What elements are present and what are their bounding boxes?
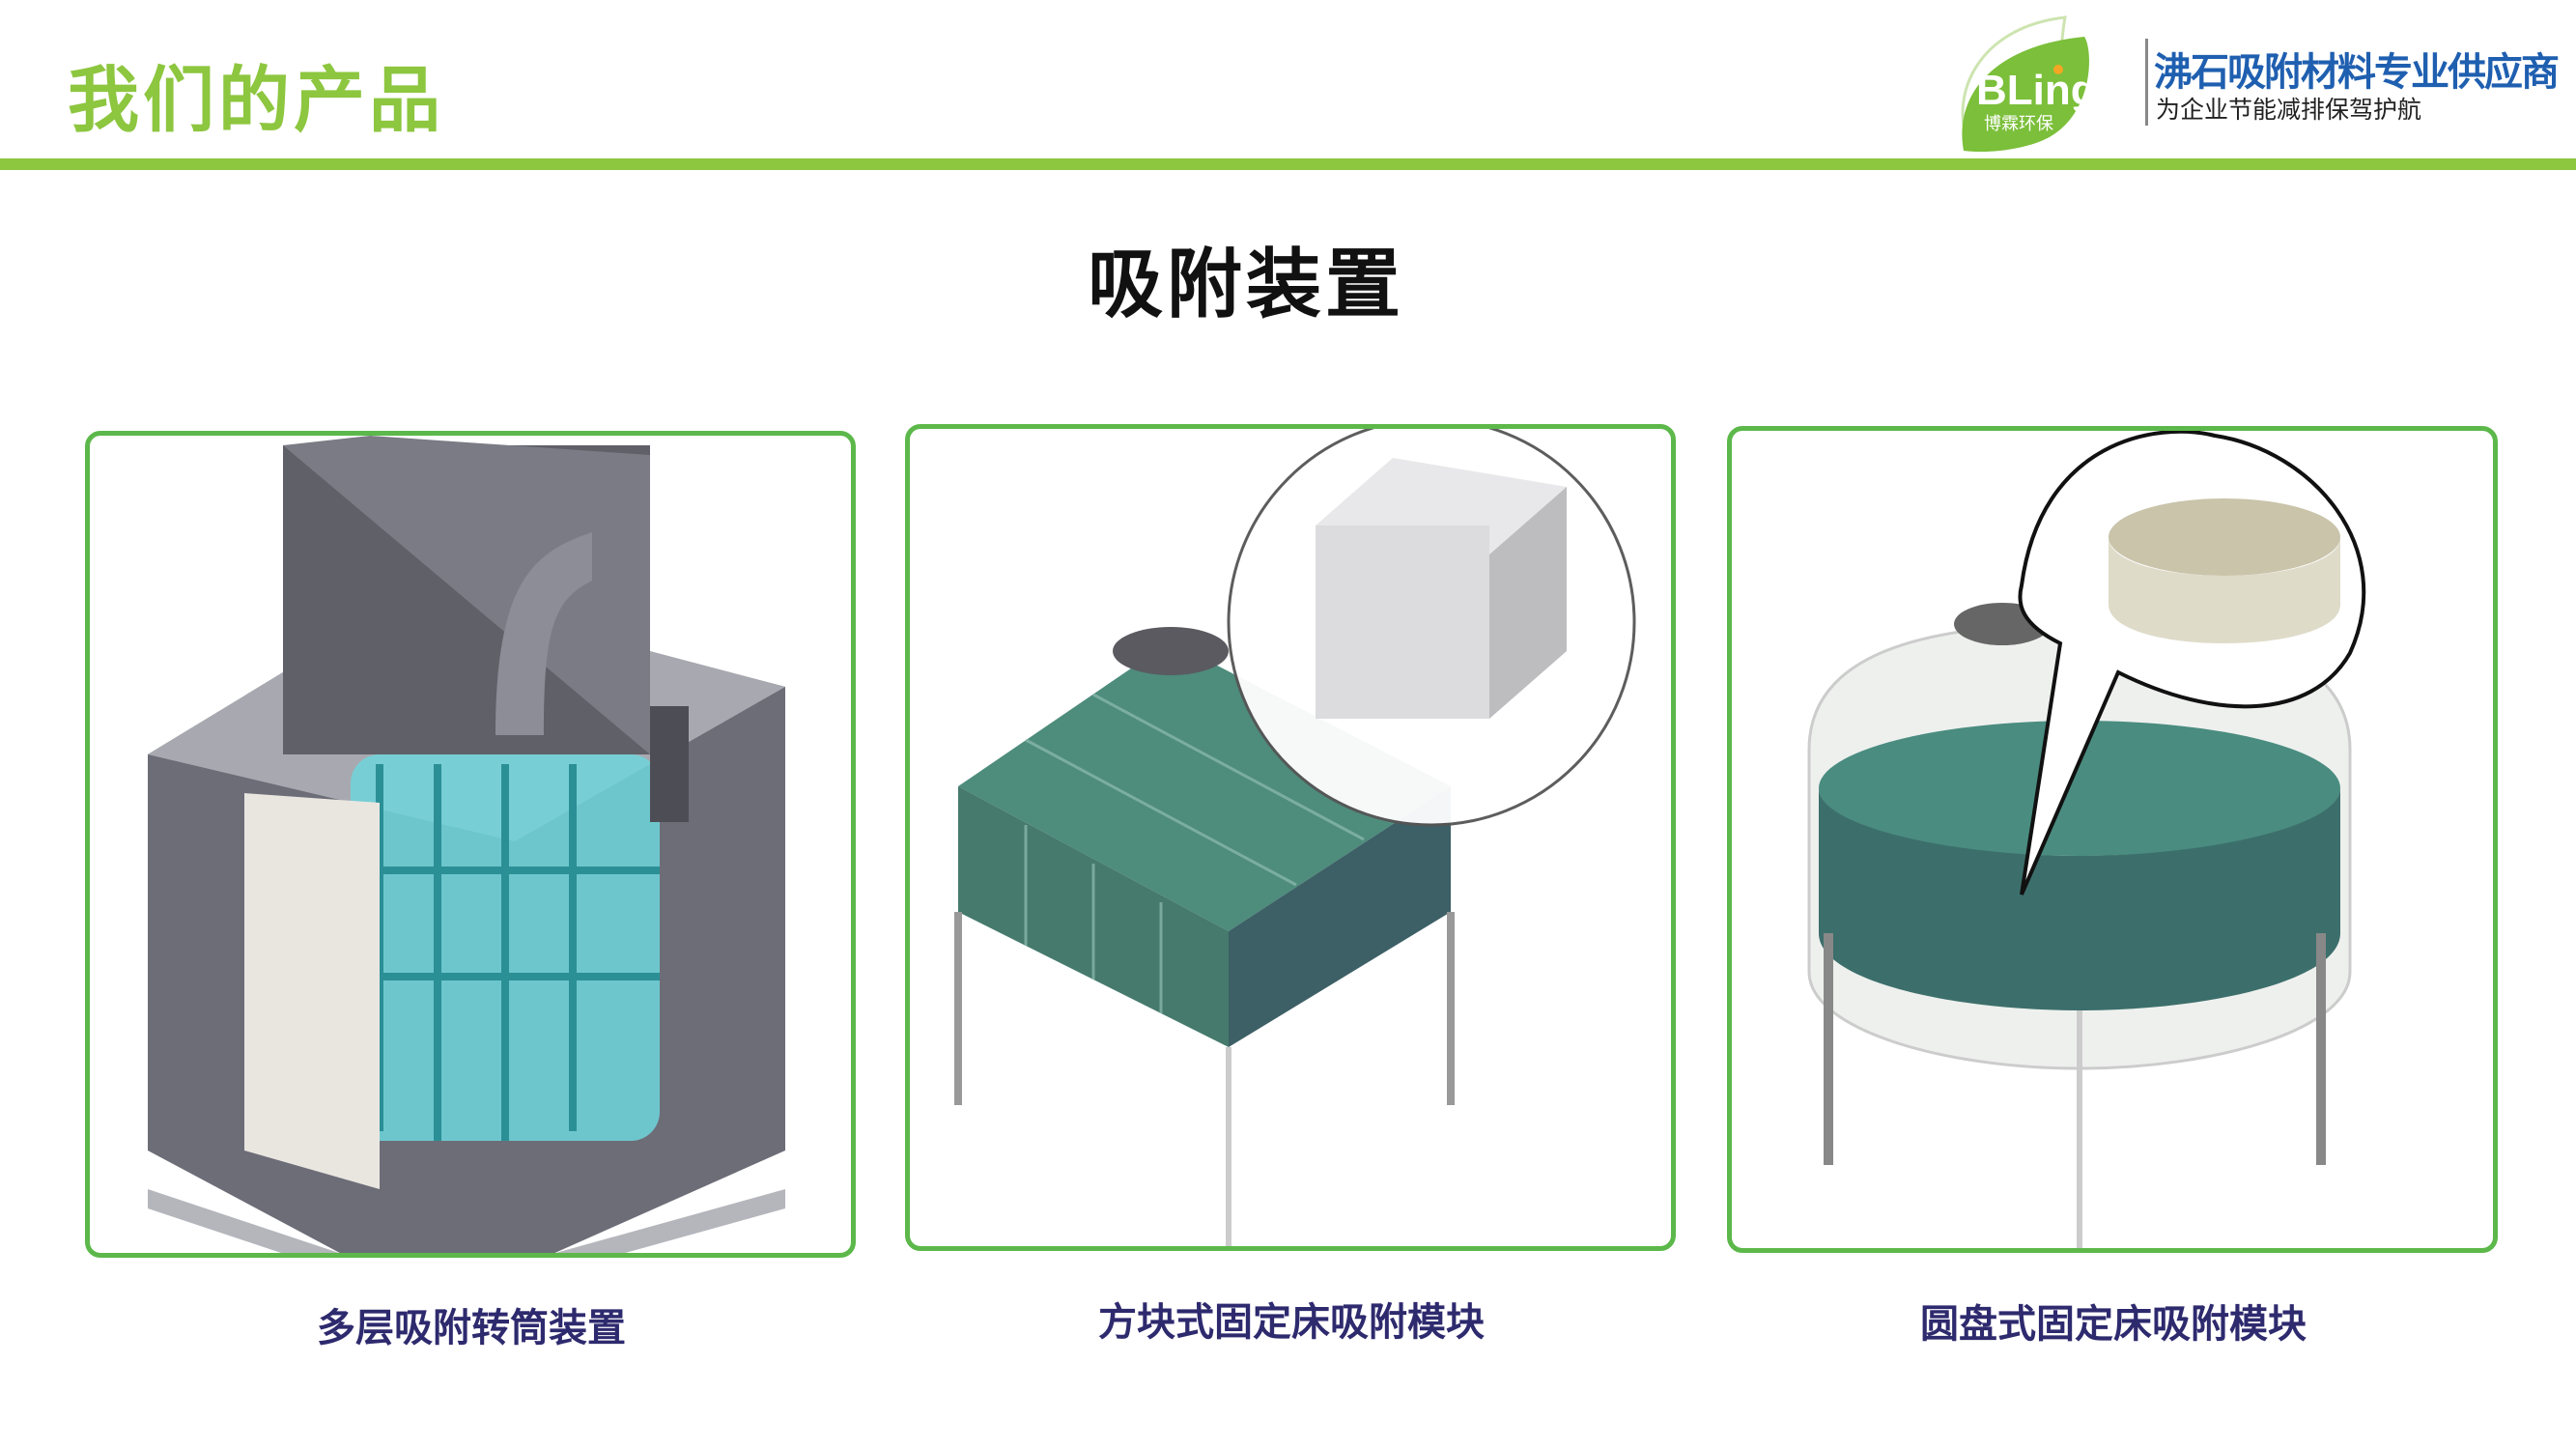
page-title: 我们的产品 (68, 59, 444, 142)
caption-block-module: 方块式固定床吸附模块 (1098, 1300, 1485, 1345)
caption-rotary-drum: 多层吸附转筒装置 (317, 1306, 626, 1350)
product-image-rotary-drum (85, 431, 856, 1258)
caption-disc-module: 圆盘式固定床吸附模块 (1920, 1302, 2307, 1347)
product-image-disc-module (1727, 426, 2498, 1253)
section-title: 吸附装置 (1087, 242, 1404, 328)
bling-logo: BLing 博霖环保 (1961, 15, 2097, 153)
slogan-sub: 为企业节能减排保驾护航 (2156, 96, 2422, 124)
header-divider-bar (0, 158, 2576, 170)
slogan-main: 沸石吸附材料专业供应商 (2154, 50, 2560, 95)
svg-text:博霖环保: 博霖环保 (1984, 114, 2053, 134)
svg-text:BLing: BLing (1976, 67, 2097, 114)
logo-divider (2145, 39, 2148, 126)
product-image-block-module (905, 424, 1676, 1251)
